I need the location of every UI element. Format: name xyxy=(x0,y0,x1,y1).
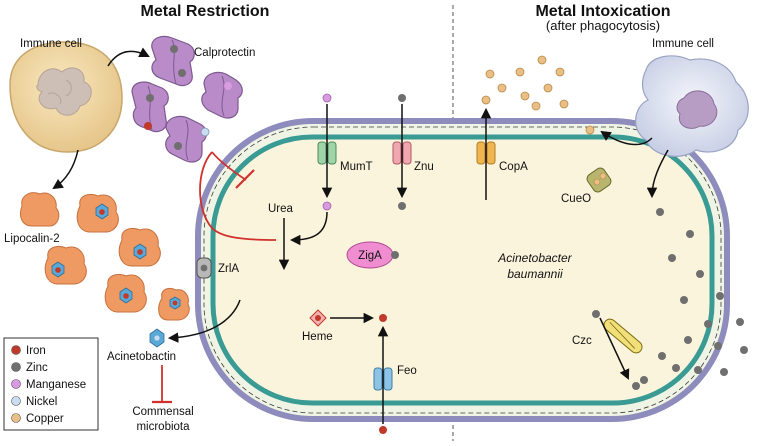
cueo-label: CueO xyxy=(561,193,591,205)
immune-cell-left xyxy=(9,41,123,153)
iron-outside xyxy=(379,426,387,434)
inhibition-calprotectin xyxy=(199,151,277,241)
peptidoglycan-layer xyxy=(203,126,722,414)
heading-after-phagocytosis: (after phagocytosis) xyxy=(546,18,660,33)
arrow-zrla-to-acinetobactin xyxy=(167,299,241,343)
zinc-particles xyxy=(640,208,748,384)
immune-cell-right xyxy=(635,55,749,157)
copa-transporter xyxy=(476,141,496,165)
znu-label: Znu xyxy=(414,161,434,173)
arrow-immune-copper xyxy=(600,130,653,146)
arrow-manganese-to-urea xyxy=(289,211,328,246)
cueo-protein xyxy=(586,167,612,193)
legend-swatch-copper xyxy=(11,413,21,423)
heme-molecule xyxy=(309,309,327,327)
copper-particles xyxy=(481,55,595,135)
legend-label-iron: Iron xyxy=(26,345,46,357)
zrla-protein xyxy=(196,257,212,279)
copa-label: CopA xyxy=(499,161,528,173)
zinc-outside xyxy=(398,94,406,102)
legend-swatch-nickel xyxy=(11,396,21,406)
acinetobactin-molecule xyxy=(149,328,165,348)
mumt-transporter xyxy=(317,141,337,165)
heme-label: Heme xyxy=(302,331,333,343)
lipocalin-siderophore-4 xyxy=(104,273,147,313)
iron-inside xyxy=(379,314,387,322)
lipocalin-siderophore-1 xyxy=(76,193,119,233)
ziga-label: ZigA xyxy=(358,250,382,262)
urea-label: Urea xyxy=(268,203,294,215)
legend-label-manganese: Manganese xyxy=(26,379,86,391)
arrow-immune-zinc xyxy=(646,149,669,199)
commensal-label-line2: microbiota xyxy=(136,421,190,433)
heading-metal-restriction: Metal Restriction xyxy=(141,3,270,20)
calprotectin-complex-1 xyxy=(151,35,195,87)
feo-label: Feo xyxy=(397,365,417,377)
zrla-label: ZrlA xyxy=(218,263,239,275)
heading-metal-intoxication: Metal Intoxication xyxy=(535,3,670,20)
legend-swatch-manganese xyxy=(11,379,21,389)
zinc-czc-outside xyxy=(632,382,640,390)
czc-transporter xyxy=(603,318,643,354)
lipocalin-label: Lipocalin-2 xyxy=(4,233,60,245)
inhibition-commensal xyxy=(152,365,172,404)
manganese-outside xyxy=(322,93,332,103)
legend-label-nickel: Nickel xyxy=(26,396,57,408)
inner-membrane xyxy=(210,134,715,406)
calprotectin-complex-4 xyxy=(165,115,210,163)
calprotectin-label: Calprotectin xyxy=(194,47,255,59)
lipocalin-siderophore-5 xyxy=(158,287,190,321)
immune-cell-right-label: Immune cell xyxy=(652,38,714,50)
legend-swatch-zinc xyxy=(11,362,21,372)
calprotectin-group xyxy=(131,35,243,163)
arrow-to-lipocalin xyxy=(52,149,79,190)
calprotectin-complex-3 xyxy=(201,71,243,119)
lipocalin-group xyxy=(19,192,190,321)
lipocalin-empty xyxy=(19,192,60,227)
organism-label-line1: Acinetobacter xyxy=(497,251,572,265)
organism-label-line2: baumannii xyxy=(507,267,563,281)
legend-label-zinc: Zinc xyxy=(26,362,48,374)
czc-label: Czc xyxy=(572,335,592,347)
lipocalin-siderophore-2 xyxy=(118,227,161,267)
legend-swatch-iron xyxy=(11,345,21,355)
arrow-to-calprotectin xyxy=(107,47,150,67)
feo-transporter xyxy=(373,367,393,391)
manganese-inside xyxy=(322,201,332,211)
bacterial-cell xyxy=(195,118,730,422)
ziga-protein xyxy=(346,241,399,269)
zinc-inside xyxy=(398,202,406,210)
calprotectin-complex-2 xyxy=(131,81,169,133)
zinc-czc-inside xyxy=(592,310,600,318)
commensal-label-line1: Commensal xyxy=(132,406,193,418)
acinetobactin-label: Acinetobactin xyxy=(107,351,176,363)
arrow-czc-export xyxy=(599,317,630,380)
lipocalin-siderophore-3 xyxy=(44,245,87,285)
immune-cell-left-label: Immune cell xyxy=(20,38,82,50)
legend-label-copper: Copper xyxy=(26,413,64,425)
mumt-label: MumT xyxy=(340,161,373,173)
znu-transporter xyxy=(392,141,412,165)
